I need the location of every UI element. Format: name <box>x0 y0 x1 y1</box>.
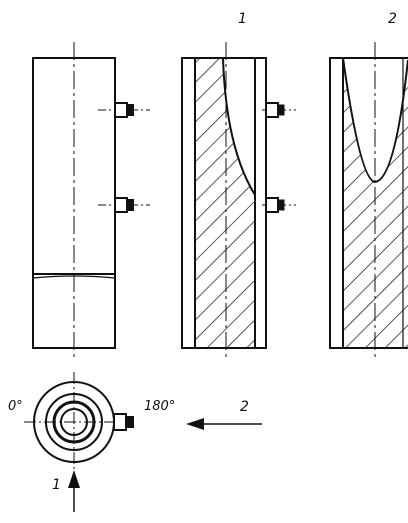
external-view <box>32 42 150 360</box>
angle-180-label: 180° <box>144 399 176 414</box>
bore <box>60 408 88 436</box>
view-arrow-1 <box>68 470 80 512</box>
angle-0-label: 0° <box>8 399 23 414</box>
section-2-outline <box>329 57 408 349</box>
section-2-label: 2 <box>388 11 397 27</box>
arrow-2-label: 2 <box>240 399 249 415</box>
plan-bolt <box>113 413 127 431</box>
view-arrow-2 <box>186 418 262 430</box>
bolt-upper <box>98 102 150 118</box>
bolt-lower <box>98 197 150 213</box>
section-view-2 <box>329 42 408 360</box>
plan-view <box>24 372 134 470</box>
section-view-1 <box>181 42 296 360</box>
section-1-hatch-left <box>195 58 223 348</box>
section-1-label: 1 <box>238 11 247 27</box>
middle-ring <box>45 393 103 451</box>
bolt-section-1-upper <box>262 102 296 118</box>
section-1-bore-curve <box>222 57 256 196</box>
bolt-section-1-lower <box>262 197 296 213</box>
inner-ring <box>52 400 96 444</box>
section-1-hatch-curve <box>223 58 255 348</box>
lower-body <box>32 274 116 349</box>
upper-body <box>32 57 116 275</box>
joint-line <box>32 275 116 279</box>
arrow-1-label: 1 <box>52 477 61 493</box>
